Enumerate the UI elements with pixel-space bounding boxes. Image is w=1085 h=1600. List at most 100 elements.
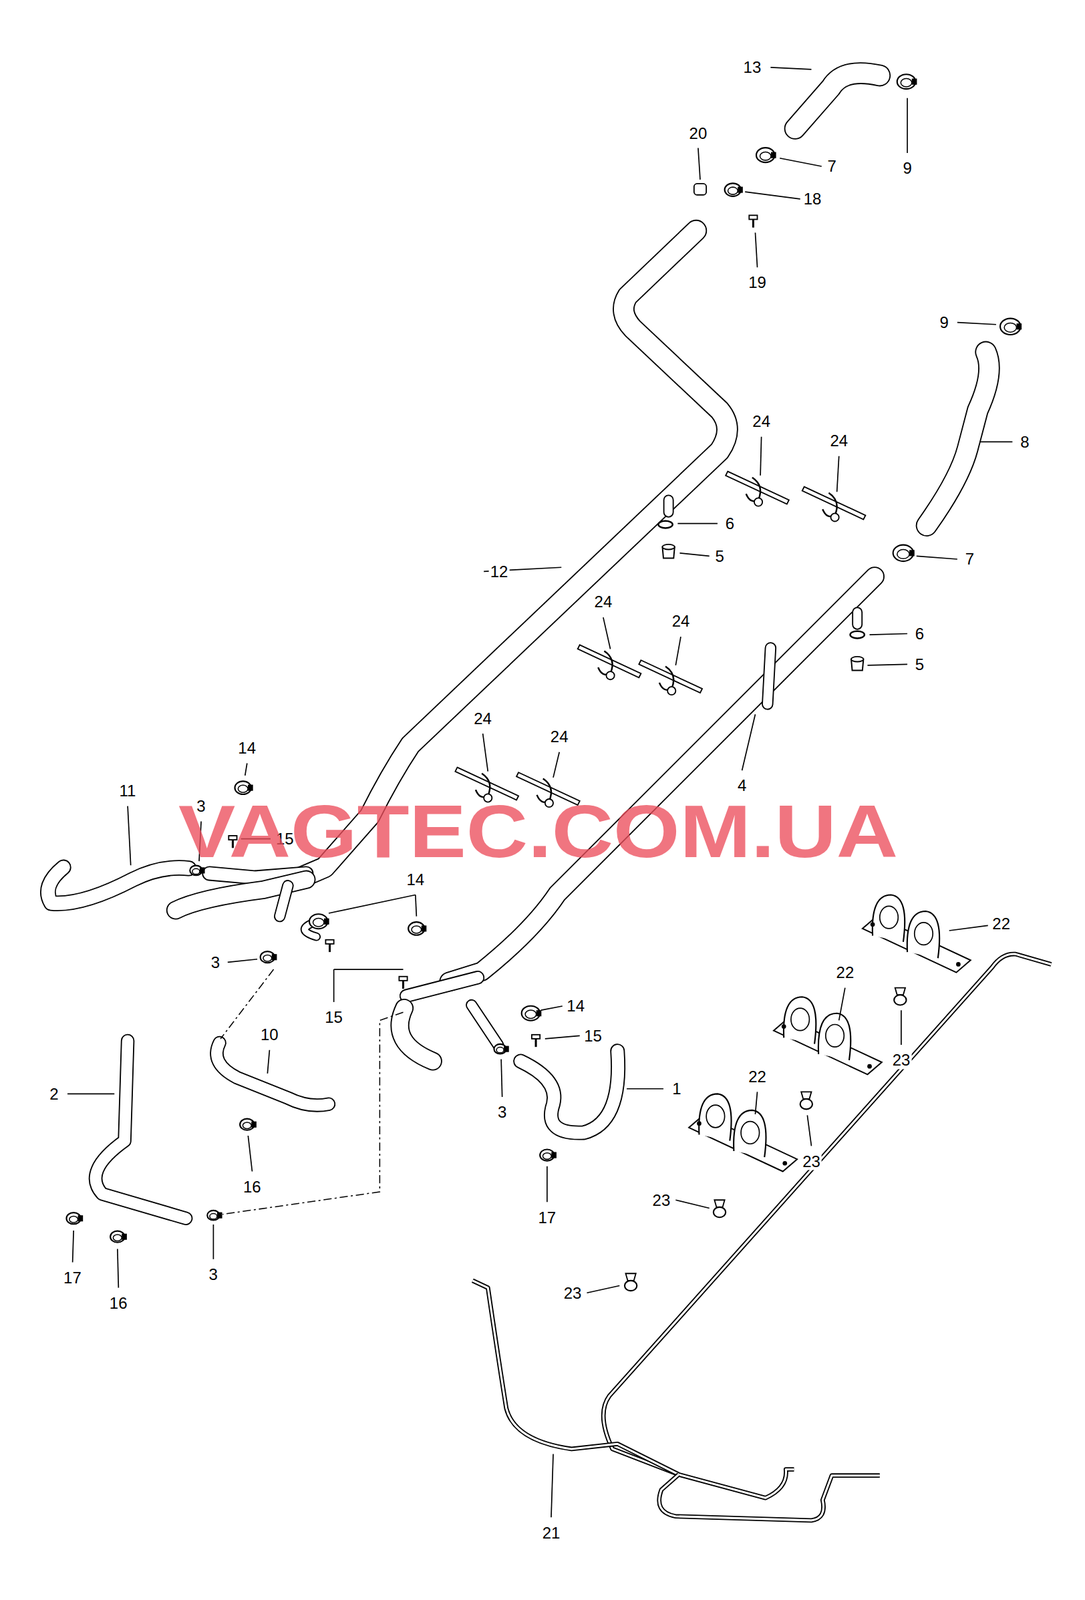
bracket-saddle: [733, 1110, 766, 1158]
fastener-ring: [893, 994, 906, 1005]
clamp-tab: [247, 785, 254, 792]
callout-number: 22: [835, 964, 856, 981]
bracket-hole: [914, 922, 933, 946]
screw-head: [531, 1034, 540, 1039]
leader-line: [839, 988, 846, 1021]
clamp-tab: [737, 187, 743, 194]
clamp-tab: [271, 954, 278, 961]
callout-number: 24: [828, 432, 850, 449]
hose-clamp-inner: [897, 549, 910, 560]
clamp-tab: [1016, 323, 1022, 330]
callout-number: 15: [582, 1027, 604, 1045]
leader-line: [67, 1093, 115, 1096]
leader-line: [626, 1088, 664, 1090]
leader-line: [72, 1230, 75, 1263]
coolant-hose-outline: [795, 73, 880, 129]
bracket-bolt-hole: [870, 921, 876, 927]
hose-clamp-inner: [69, 1215, 79, 1223]
plug-top: [662, 544, 675, 550]
coolant-hose-outline: [279, 885, 288, 917]
leader-line: [754, 1091, 757, 1115]
callout-number: 23: [651, 1191, 673, 1209]
callout-number: 6: [724, 515, 736, 532]
leader-line: [957, 322, 997, 325]
clamp-tab: [503, 1046, 510, 1053]
leader-line: [916, 555, 958, 560]
leader-line: [675, 636, 681, 666]
coolant-hose-outline: [520, 1050, 618, 1133]
leader-line: [551, 1454, 554, 1518]
leader-line: [770, 67, 812, 70]
hose-clamp-inner: [237, 785, 248, 793]
parts-group: [48, 73, 1052, 1521]
callout-number: 6: [913, 625, 926, 643]
leader-line: [501, 1058, 503, 1098]
callout-number: 23: [891, 1052, 912, 1069]
o-ring: [658, 521, 673, 529]
leader-lines: [67, 67, 1013, 1518]
leader-line: [328, 895, 416, 914]
hose-clamp-inner: [1004, 322, 1017, 333]
brake-line-outline: [659, 1474, 880, 1521]
bracket-bolt-hole: [781, 1024, 787, 1029]
clamp-tab: [536, 1010, 542, 1017]
pipe-stub: [664, 499, 673, 512]
callout-number: 7: [964, 551, 976, 568]
leader-line: [267, 1050, 270, 1074]
callout-number: 11: [118, 782, 138, 800]
coolant-pipe: [448, 576, 875, 982]
brake-line-outline: [472, 1280, 679, 1475]
leader-line: [483, 733, 489, 772]
fastener-ring: [713, 1207, 726, 1218]
brake-line-outline: [603, 954, 1051, 1498]
clamp-tab: [217, 1212, 223, 1219]
leader-line: [754, 232, 757, 268]
leader-line: [545, 1035, 580, 1039]
callout-number: 5: [913, 656, 926, 673]
screw-shank: [535, 1038, 538, 1047]
hose-clamp-inner: [242, 1122, 252, 1130]
callout-number: 10: [259, 1026, 280, 1044]
hose-clamp-inner: [411, 925, 422, 934]
leader-line: [906, 98, 908, 153]
bracket-hole: [706, 1105, 725, 1128]
leader-line: [245, 763, 248, 776]
callout-number: 12: [489, 563, 510, 580]
tie-head: [754, 497, 763, 506]
leader-line: [679, 553, 709, 557]
leader-line: [900, 1010, 902, 1045]
callout-number: 24: [549, 728, 570, 745]
o-ring: [850, 631, 865, 639]
callout-number: 17: [537, 1209, 558, 1226]
bracket-bolt-hole: [696, 1121, 702, 1126]
callout-number: 20: [688, 125, 709, 143]
tie-head: [667, 686, 676, 695]
clamp-tab: [78, 1215, 84, 1222]
leader-line: [603, 617, 611, 649]
callout-number: 8: [1018, 433, 1031, 451]
coolant-hose: [400, 1008, 433, 1061]
fastener-clip: [625, 1273, 636, 1281]
screw-shank: [328, 944, 331, 953]
pipe-stub-outline: [767, 648, 771, 705]
fastener-clip: [714, 1199, 725, 1208]
callout-number: 4: [736, 777, 748, 795]
leader-line: [949, 925, 989, 931]
coolant-hose: [216, 1042, 329, 1106]
pipe-stub-outline: [663, 499, 675, 512]
callout-number: 13: [742, 58, 763, 76]
bracket-bolt-hole: [956, 962, 961, 967]
coolant-hose: [520, 1050, 618, 1133]
leader-line: [980, 441, 1013, 443]
screw-head: [748, 215, 757, 220]
spacer-sleeve: [694, 183, 707, 196]
coolant-hose: [795, 73, 880, 129]
bracket-bolt-hole: [867, 1064, 872, 1069]
callout-number: 9: [901, 159, 913, 177]
callout-number: 24: [750, 412, 772, 430]
leader-line: [334, 968, 404, 971]
callout-number: 14: [565, 998, 586, 1015]
assembly-lines: [220, 969, 403, 1215]
callout-number: 14: [404, 871, 426, 888]
hose-clamp-inner: [112, 1234, 122, 1242]
